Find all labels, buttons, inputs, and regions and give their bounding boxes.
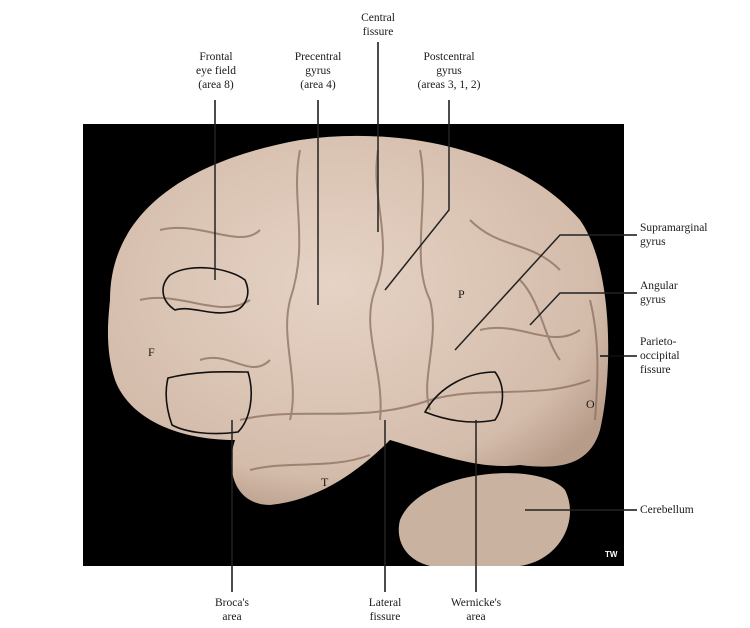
frontal-eye-field-outline: [162, 266, 249, 314]
temporal-lobe-letter: T: [321, 475, 329, 489]
leader-lines-outer: [214, 42, 637, 592]
credit-mark: TW: [605, 550, 618, 559]
wernickes-area-outline: [423, 371, 504, 423]
cerebrum-shape: [107, 135, 609, 505]
label-cerebellum: Cerebellum: [640, 504, 694, 516]
parietal-lobe-letter: P: [458, 287, 465, 301]
brocas-area-outline: [165, 370, 252, 435]
occipital-lobe-letter: O: [586, 397, 595, 411]
frontal-lobe-letter: F: [148, 345, 155, 359]
leader-lines-inner: [214, 124, 624, 566]
cerebellum-shape: [398, 473, 570, 566]
